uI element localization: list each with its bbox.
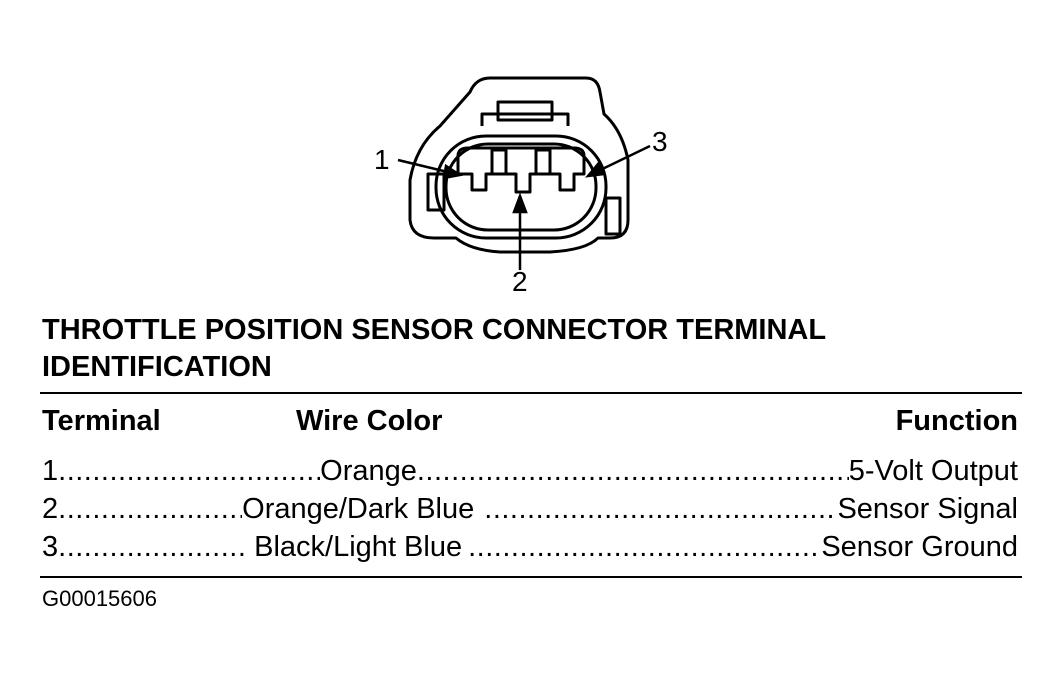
leader-dots	[58, 530, 244, 564]
row-2-wire-color: Orange/Dark Blue	[242, 493, 475, 525]
terminal-pins	[456, 146, 586, 194]
table-top-rule	[40, 392, 1022, 394]
leader-dots	[468, 530, 821, 564]
callout-2-label: 2	[512, 266, 528, 297]
leader-dots	[58, 454, 320, 488]
table-row: 2 Orange/Dark Blue Sensor Signal	[42, 490, 1018, 526]
callout-3-arrowhead	[585, 161, 607, 178]
row-3-terminal: 3	[42, 531, 59, 563]
table-bottom-rule	[40, 576, 1022, 578]
column-header-terminal: Terminal	[42, 405, 161, 437]
row-3-wire-color: Black/Light Blue	[254, 531, 463, 563]
leader-dots	[417, 454, 849, 488]
connector-drawing	[397, 76, 651, 270]
figure-id: G00015606	[42, 586, 157, 611]
connector-latch	[496, 100, 554, 122]
callout-2-arrowhead	[512, 192, 528, 214]
title-line-1: THROTTLE POSITION SENSOR CONNECTOR TERMI…	[42, 314, 827, 346]
table-row: 3 Black/Light Blue Sensor Ground	[42, 528, 1018, 564]
callout-1-label: 1	[374, 144, 390, 175]
row-2-function: Sensor Signal	[837, 493, 1018, 525]
callout-3-label: 3	[652, 126, 668, 157]
title-line-2: IDENTIFICATION	[42, 351, 272, 383]
table-row: 1 Orange 5-Volt Output	[42, 452, 1018, 488]
row-1-wire-color: Orange	[320, 455, 417, 487]
row-1-function: 5-Volt Output	[848, 455, 1018, 487]
connector-diagram	[360, 70, 700, 300]
row-1-terminal: 1	[42, 455, 59, 487]
row-2-terminal: 2	[42, 493, 59, 525]
right-key	[604, 196, 622, 236]
connector-housing	[408, 76, 630, 254]
leader-dots	[484, 492, 837, 526]
page-title: THROTTLE POSITION SENSOR CONNECTOR TERMI…	[42, 312, 1002, 386]
leader-dots	[58, 492, 242, 526]
row-3-function: Sensor Ground	[821, 531, 1018, 563]
callout-1-arrowhead	[442, 163, 464, 180]
column-header-function: Function	[895, 405, 1018, 437]
column-header-wire-color: Wire Color	[296, 405, 443, 437]
